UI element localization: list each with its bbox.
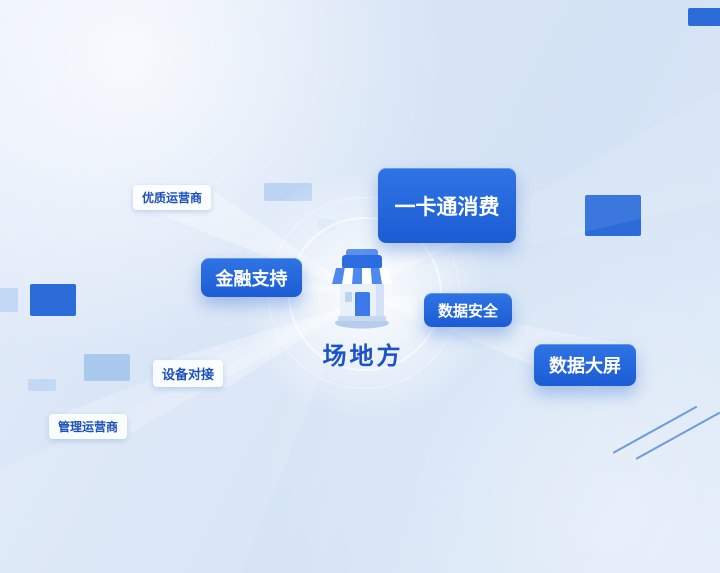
decor-rect: [585, 195, 641, 236]
storefront-icon: [322, 246, 402, 330]
node-data-big-screen: 数据大屏: [534, 344, 636, 386]
decor-rect: [0, 288, 18, 312]
decor-rect: [688, 8, 720, 26]
node-data-security: 数据安全: [424, 293, 512, 327]
node-management-operator: 管理运营商: [49, 414, 128, 439]
decor-line: [635, 411, 720, 460]
decor-rect: [28, 379, 56, 391]
decor-rect: [30, 284, 76, 316]
decor-rect: [84, 354, 130, 381]
node-financial-support: 金融支持: [201, 258, 302, 297]
node-device-docking: 设备对接: [153, 360, 224, 387]
node-one-card-consume: 一卡通消费: [378, 168, 516, 243]
center-label: 场地方: [322, 343, 404, 370]
node-quality-operator: 优质运营商: [133, 185, 212, 210]
